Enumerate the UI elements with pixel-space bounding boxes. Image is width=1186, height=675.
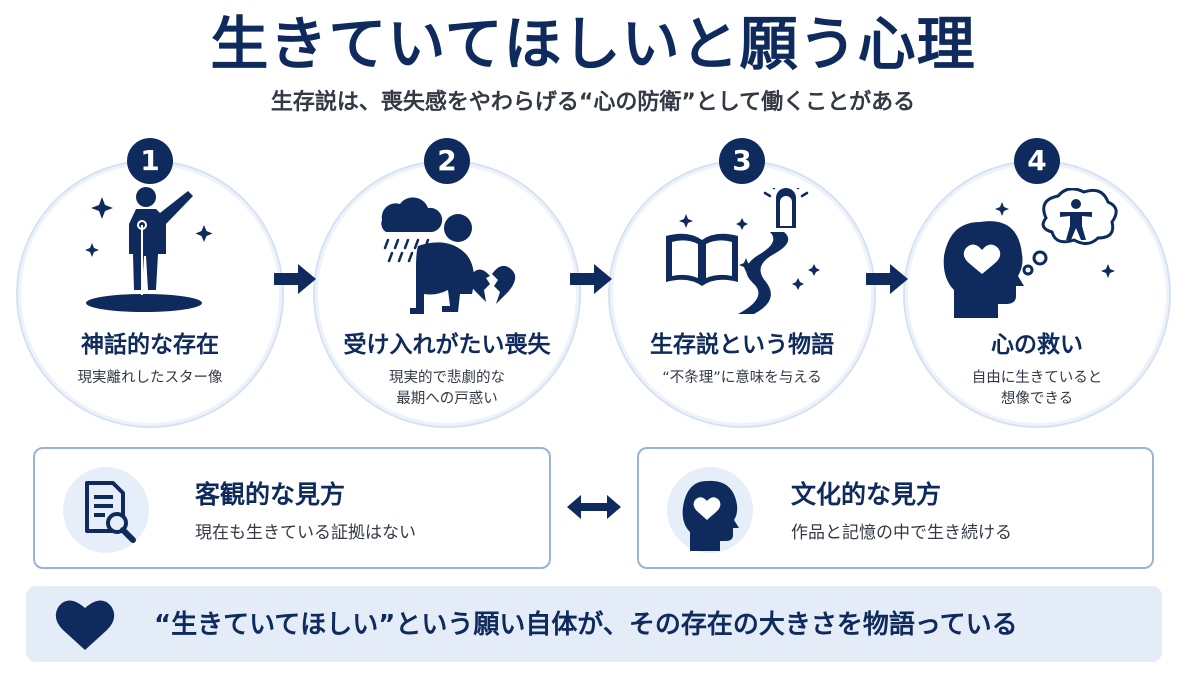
cultural-view-title: 文化的な見方 (791, 480, 942, 509)
step-desc-4: 自由に生きていると 想像できる (903, 368, 1171, 410)
step-title-1: 神話的な存在 (81, 332, 219, 358)
bottom-message-bar: “生きていてほしい”という願い自体が、その存在の大きさを物語っている (26, 586, 1162, 662)
step-circle-2 (313, 160, 581, 428)
step-circle-3 (608, 160, 876, 428)
step-badge-3: 3 (719, 138, 765, 184)
flow-arrow-1-icon (274, 264, 316, 294)
heart-icon (55, 600, 115, 650)
flow-arrow-3-icon (866, 264, 908, 294)
step-desc-2-line2: 最期への戸惑い (396, 391, 498, 407)
step-desc-1: 現実離れしたスター像 (16, 368, 284, 389)
step-badge-2: 2 (424, 138, 470, 184)
objective-view-desc: 現在も生きている証拠はない (195, 523, 416, 543)
step-title-3: 生存説という物語 (650, 332, 834, 358)
grieving-person-icon (381, 197, 516, 314)
book-path-icon (666, 188, 820, 314)
document-search-icon (85, 481, 136, 543)
step-desc-2: 現実的で悲劇的な 最期への戸惑い (313, 368, 581, 410)
head-heart-icon (682, 480, 739, 551)
head-heart-dream-icon (943, 188, 1118, 318)
cultural-view-box: 文化的な見方 作品と記憶の中で生き続ける (637, 447, 1154, 569)
step-desc-4-line2: 想像できる (1000, 391, 1074, 407)
objective-view-title: 客観的な見方 (195, 480, 346, 509)
step-desc-1-line1: 現実離れしたスター像 (77, 370, 223, 386)
page-subtitle: 生存説は、喪失感をやわらげる“心の防衛”として働くことがある (270, 90, 916, 115)
objective-view-box: 客観的な見方 現在も生きている証拠はない (33, 447, 551, 569)
objective-icon-bg (63, 467, 149, 553)
step-circle-4 (903, 160, 1171, 428)
step-desc-4-line1: 自由に生きていると (971, 370, 1103, 386)
bottom-message-text: “生きていてほしい”という願い自体が、その存在の大きさを物語っている (154, 610, 1018, 640)
double-arrow-icon (567, 495, 621, 519)
step-desc-3: “不条理”に意味を与える (608, 368, 876, 389)
page-title: 生きていてほしいと願う心理 (210, 10, 976, 78)
step-title-4: 心の救い (991, 332, 1083, 358)
step-desc-2-line1: 現実的で悲劇的な (389, 370, 505, 386)
flow-arrow-2-icon (570, 264, 612, 294)
step-title-2: 受け入れがたい喪失 (343, 332, 551, 358)
cultural-view-desc: 作品と記憶の中で生き続ける (791, 523, 1012, 543)
step-badge-1: 1 (127, 138, 173, 184)
step-badge-4: 4 (1014, 138, 1060, 184)
star-performer-icon (85, 187, 213, 312)
step-desc-3-line1: “不条理”に意味を与える (662, 370, 822, 386)
cultural-icon-bg (667, 467, 753, 553)
